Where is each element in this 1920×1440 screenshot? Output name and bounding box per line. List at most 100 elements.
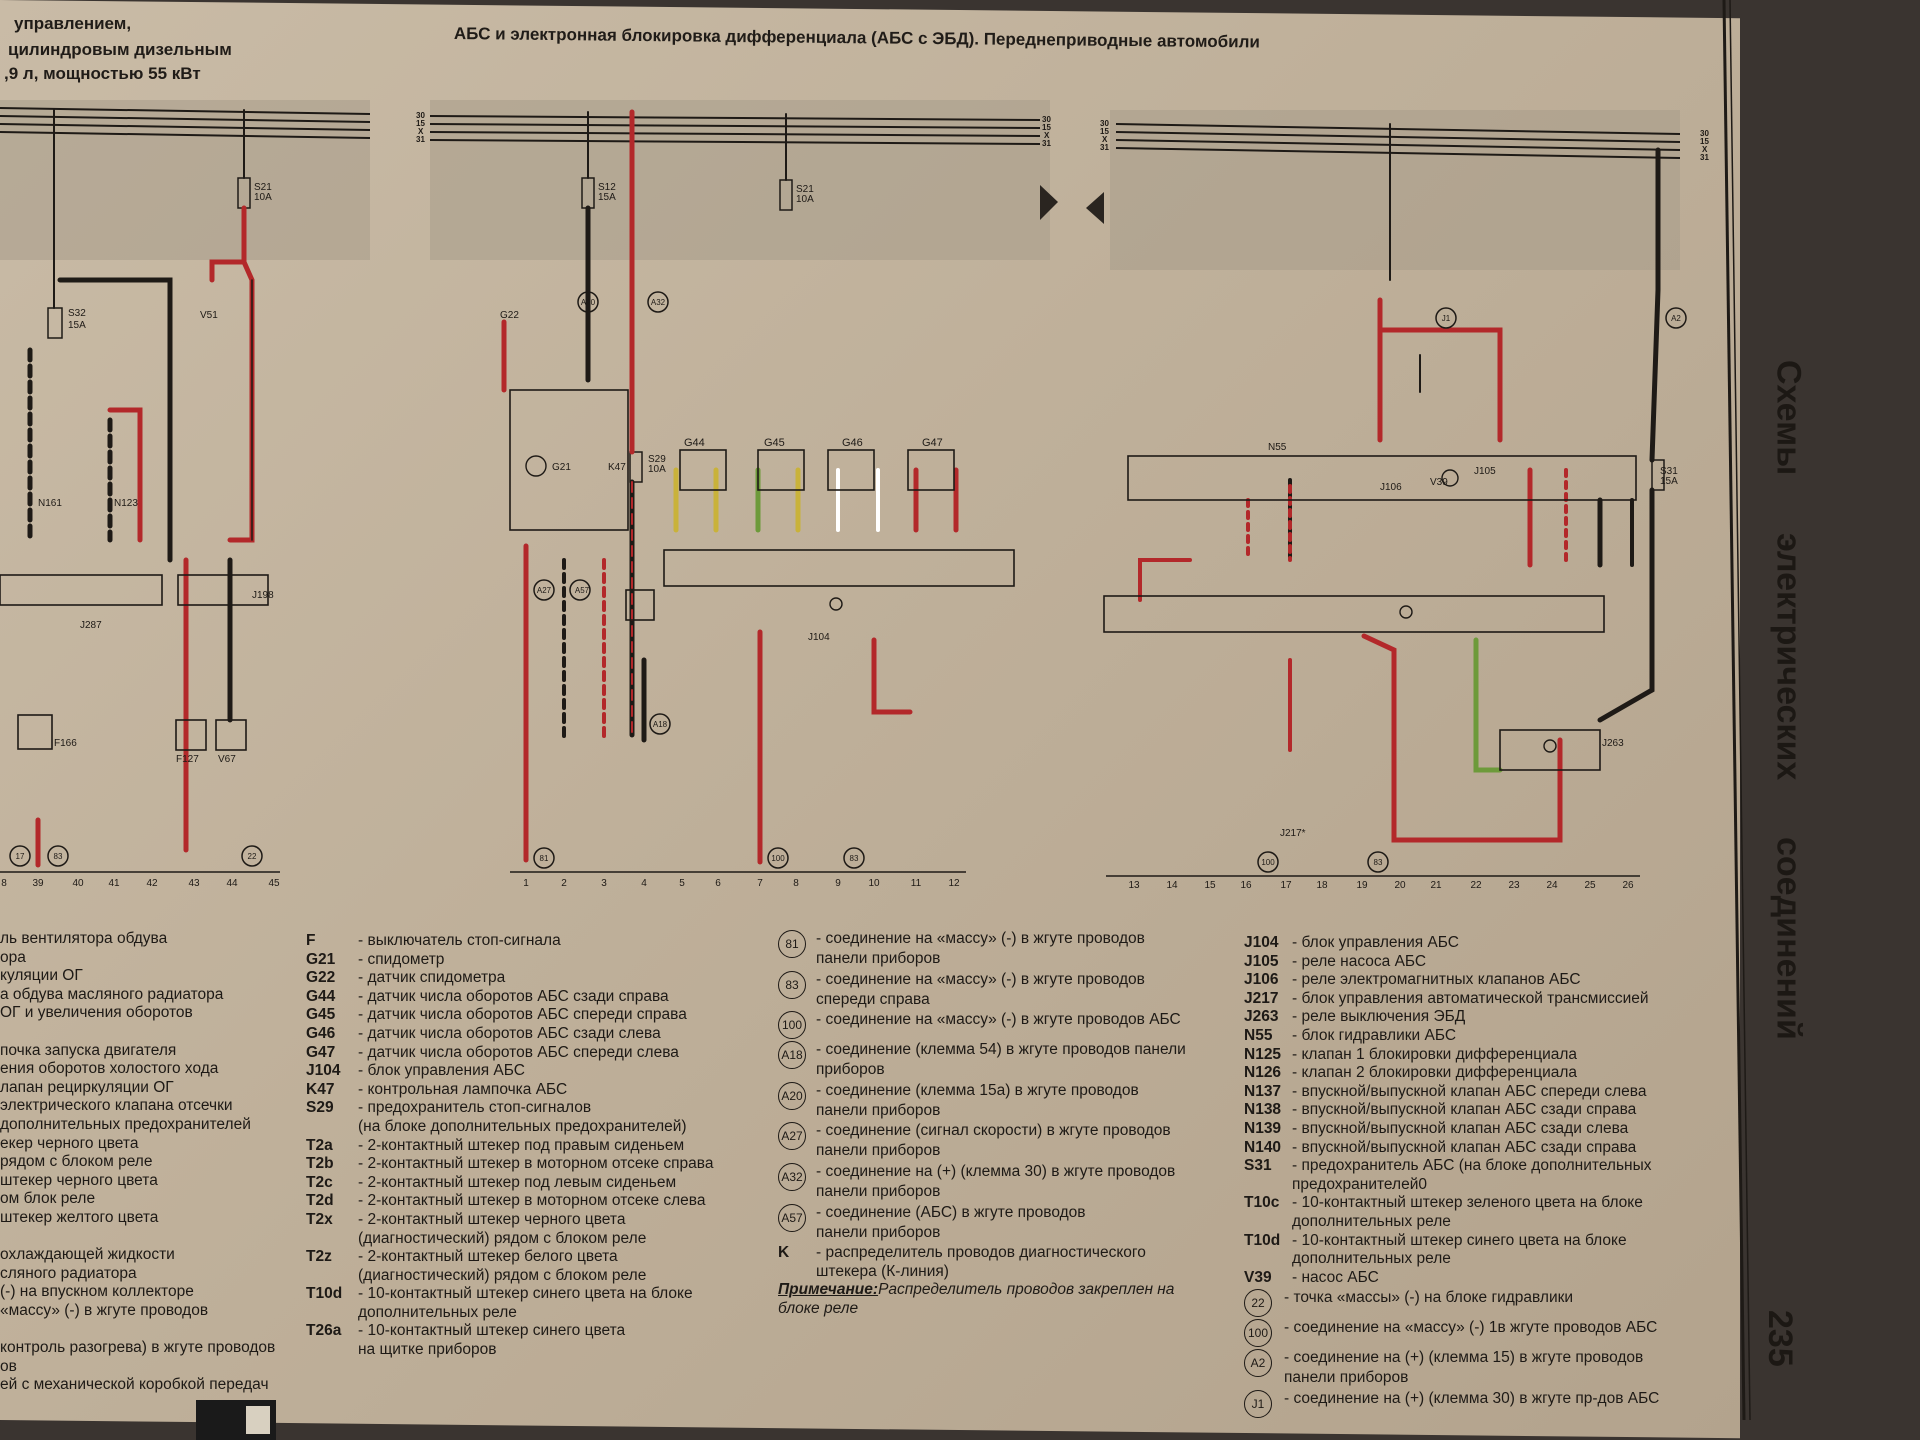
fuse-rating: 15A <box>598 192 616 203</box>
legend-text: - 2-контактный штекер белого цвета <box>358 1248 618 1266</box>
legend-text: - впускной/выпускной клапан АБС спереди … <box>1292 1082 1647 1100</box>
legend-code: T2d <box>306 1192 334 1210</box>
connection-circle-icon: 100 <box>778 1011 806 1040</box>
legend-text: - блок управления автоматической трансми… <box>1292 989 1649 1007</box>
legend-entry: G46- датчик числа оборотов АБС сзади сле… <box>306 1025 776 1044</box>
legend-text: панели приборов <box>816 1142 941 1160</box>
legend-connection: A20- соединение (клемма 15а) в жгуте про… <box>778 1081 1238 1121</box>
legend-connection: A2- соединение на (+) (клемма 15) в жгут… <box>1244 1349 1734 1388</box>
legend-code: G46 <box>306 1024 336 1042</box>
ruler-number: 45 <box>268 878 280 889</box>
legend-entry: G21- спидометр <box>306 951 776 970</box>
legend-line: штекер желтого цвета <box>0 1208 159 1226</box>
ruler-number: 10 <box>868 878 880 889</box>
legend-text: - 10-контактный штекер синего цвета на б… <box>1292 1231 1627 1249</box>
legend-text: - датчик числа оборотов АБС спереди слев… <box>358 1043 679 1061</box>
connection-circle-icon: A18 <box>778 1041 806 1070</box>
legend-text: штекера (К-линия) <box>816 1262 949 1280</box>
legend-entry: N138- впускной/выпускной клапан АБС сзад… <box>1244 1101 1734 1120</box>
legend-text: - соединение (клемма 15а) в жгуте провод… <box>816 1081 1139 1099</box>
legend-entry: (на блоке дополнительных предохранителей… <box>306 1118 776 1137</box>
legend-line: ОГ и увеличения оборотов <box>0 1004 193 1022</box>
legend-entry: S29- предохранитель стоп-сигналов <box>306 1099 776 1118</box>
legend-code: F <box>306 932 316 949</box>
ground-label: 83 <box>1374 858 1383 867</box>
legend-text: - соединение (АБС) в жгуте проводов <box>816 1203 1086 1221</box>
legend-note: Примечание: Распределитель проводов закр… <box>778 1281 1238 1300</box>
legend-code <box>306 1118 358 1137</box>
legend-code: G47 <box>306 1043 336 1061</box>
legend-code: T2z <box>306 1248 332 1266</box>
legend-code: N55 <box>1244 1026 1273 1044</box>
legend-line: рядом с блоком реле <box>0 1153 153 1171</box>
component-label: J106 <box>1380 482 1402 493</box>
legend-text: - 10-контактный штекер синего цвета <box>358 1322 626 1340</box>
ruler-number: 8 <box>1 878 7 889</box>
legend-line: (-) на впускном коллекторе <box>0 1283 194 1301</box>
bus-label: X <box>1702 145 1708 154</box>
legend-connection: 81- соединение на «массу» (-) в жгуте пр… <box>778 930 1238 969</box>
legend-connection: A18 - соединение (клемма 54) в жгуте пров… <box>778 1041 1238 1080</box>
ground-label: 17 <box>16 852 25 861</box>
legend-text: (на блоке дополнительных предохранителей… <box>358 1117 687 1135</box>
side-title: Схемы электрических соединений <box>1758 360 1818 1040</box>
side-title-word: соединений <box>1769 837 1808 1040</box>
legend-entry: V39- насос АБС <box>1244 1269 1734 1288</box>
legend-text: - датчик спидометра <box>358 969 506 987</box>
legend-entry: J104- блок управления АБС <box>306 1062 776 1081</box>
connector-label: A27 <box>537 586 552 595</box>
legend-text: дополнительных реле <box>1292 1212 1451 1230</box>
connection-circle-icon: A32 <box>778 1162 806 1191</box>
legend-connection-line: A2- соединение на (+) (клемма 15) в жгут… <box>1244 1349 1734 1378</box>
legend-text: - реле насоса АБС <box>1292 952 1427 970</box>
legend-entry: T2d - 2-контактный штекер в моторном отсе… <box>306 1192 776 1211</box>
ground-label: 81 <box>540 854 549 863</box>
component-label: N123 <box>114 498 138 509</box>
legend-line: ль вентилятора обдува <box>0 930 168 947</box>
ruler-number: 15 <box>1204 880 1216 891</box>
legend-entry: дополнительных реле <box>1244 1250 1734 1269</box>
ruler-number: 22 <box>1470 880 1482 891</box>
legend-text: дополнительных реле <box>358 1303 517 1321</box>
bus-label: 15 <box>1100 127 1109 136</box>
component-label: N161 <box>38 498 62 509</box>
legend-text: - 10-контактный штекер синего цвета на б… <box>358 1285 693 1303</box>
legend-text: (диагностический) рядом с блоком реле <box>358 1229 647 1247</box>
legend-code: N140 <box>1244 1138 1282 1156</box>
header-left-line: ,9 л, мощностью 55 кВт <box>4 64 201 83</box>
component-label: V39 <box>1430 477 1448 488</box>
legend-entry: N55- блок гидравлики АБС <box>1244 1027 1734 1046</box>
legend-text: - 2-контактный штекер под левым сиденьем <box>358 1173 677 1191</box>
legend-line: контроль разогрева) в жгуте проводов <box>0 1339 276 1357</box>
component-label: J198 <box>252 590 274 601</box>
ruler-number: 44 <box>226 878 238 889</box>
ruler-number: 26 <box>1622 880 1634 891</box>
legend-connection-line: 22- точка «массы» (-) на блоке гидравлик… <box>1244 1289 1734 1318</box>
side-title-word: Схемы <box>1769 360 1808 476</box>
legend-line: почка запуска двигателя <box>0 1041 177 1059</box>
legend-entry: J106 - реле электромагнитных клапанов АБС <box>1244 971 1734 990</box>
legend-code: S31 <box>1244 1157 1272 1175</box>
legend-entry: G45- датчик числа оборотов АБС спереди с… <box>306 1006 776 1025</box>
legend-code: T2c <box>306 1173 333 1191</box>
legend-connection-line: 81- соединение на «массу» (-) в жгуте пр… <box>778 930 1238 958</box>
legend-text: - соединение на «массу» (-) в жгуте пров… <box>816 930 1145 947</box>
legend-entry: T2z - 2-контактный штекер белого цвета <box>306 1248 776 1267</box>
ruler-number: 43 <box>188 878 200 889</box>
legend-connection-line: A20- соединение (клемма 15а) в жгуте про… <box>778 1081 1238 1110</box>
legend-text: - реле электромагнитных клапанов АБС <box>1292 971 1581 989</box>
legend-entry: (диагностический) рядом с блоком реле <box>306 1267 776 1286</box>
sensor-label: G47 <box>922 437 943 449</box>
legend-entry: N137- впускной/выпускной клапан АБС спер… <box>1244 1083 1734 1102</box>
legend-text: - 2-контактный штекер в моторном отсеке … <box>358 1192 706 1210</box>
bus-label: X <box>418 127 424 136</box>
legend-line: ом блок реле <box>0 1190 96 1208</box>
ground-label: 100 <box>1261 858 1275 867</box>
bus-label: 15 <box>1700 137 1709 146</box>
legend-connection-line: J1- соединение на (+) (клемма 30) в жгут… <box>1244 1389 1734 1418</box>
legend-code: J106 <box>1244 971 1279 989</box>
legend-text: - соединение (клемма 54) в жгуте проводо… <box>816 1041 1186 1059</box>
legend-text: - предохранитель стоп-сигналов <box>358 1099 592 1117</box>
